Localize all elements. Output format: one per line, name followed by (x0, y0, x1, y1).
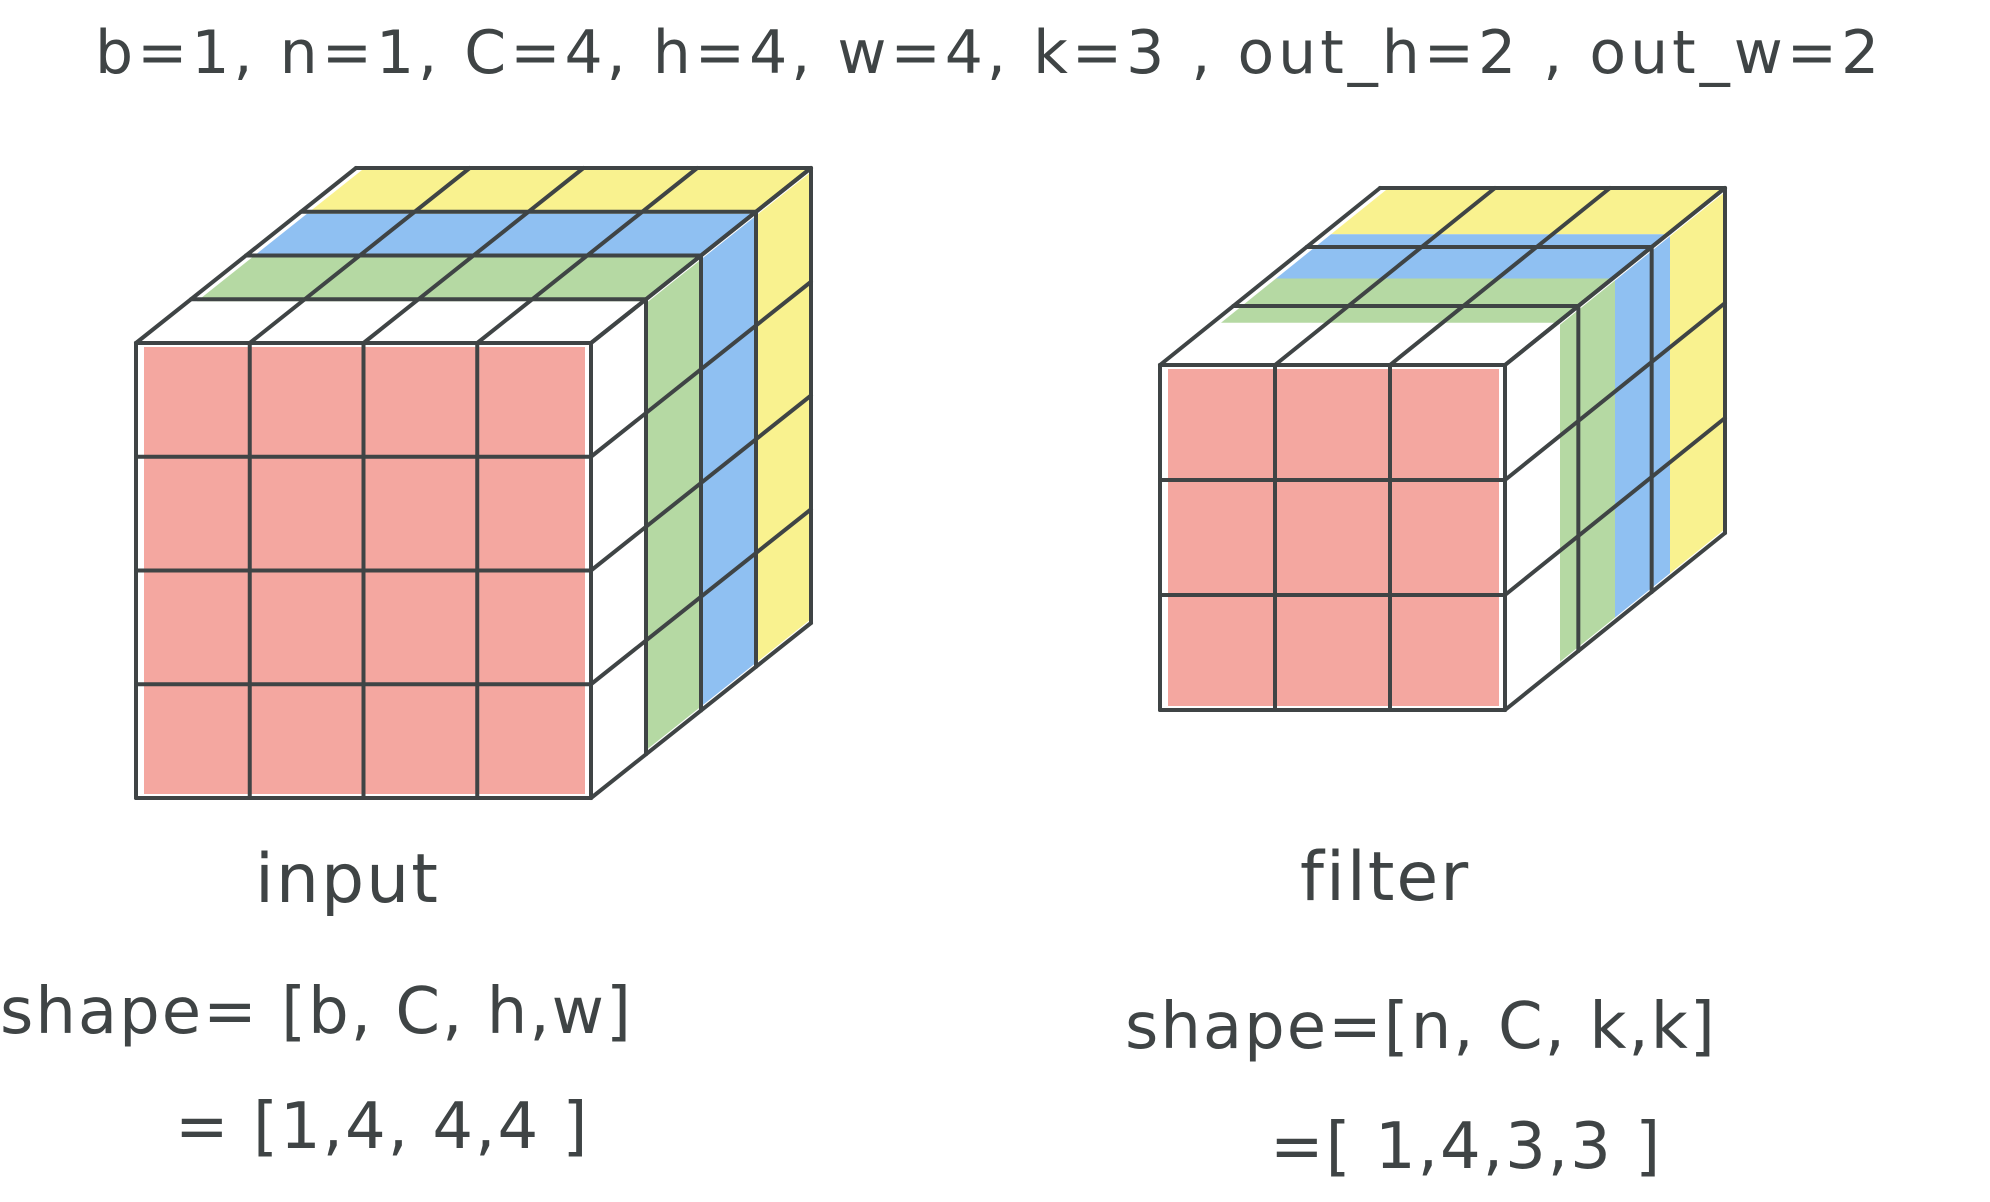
side-grid-depth-line (1503, 531, 1727, 712)
channel-2-band-side (1560, 280, 1615, 662)
channel-2-band-top (1221, 278, 1615, 323)
side-grid-depth-line (1503, 186, 1727, 367)
filter-shape-value: =[ 1,4,3,3 ] (1270, 1110, 1663, 1184)
channel-4-band-top (1331, 190, 1725, 235)
filter-shape-formula: shape=[n, C, k,k] (1125, 990, 1717, 1064)
channel-3-band-top (1276, 234, 1670, 279)
filter-title: filter (1300, 838, 1471, 917)
side-grid-depth-line (589, 621, 813, 800)
side-grid-depth-line (1503, 301, 1727, 482)
side-grid-depth-line (589, 507, 813, 687)
channel-2-band-top (197, 257, 701, 302)
channel-4-band-top (307, 170, 811, 214)
channel-1-band (1168, 369, 1499, 706)
filter-cube (1158, 186, 1727, 712)
channel-3-band-side (1615, 236, 1670, 618)
top-grid-depth-line (1388, 186, 1612, 367)
top-grid-depth-line (475, 166, 700, 345)
channel-4-band-side (1670, 192, 1725, 574)
side-grid-depth-line (1503, 416, 1727, 597)
input-title: input (255, 840, 440, 919)
input-shape-formula: shape= [b, C, h,w] (0, 975, 633, 1049)
input-cube (134, 166, 813, 800)
channel-3-band-top (252, 213, 756, 258)
parameters-line: b=1, n=1, C=4, h=4, w=4, k=3 , out_h=2 ,… (95, 18, 1884, 88)
top-grid-depth-line (1158, 186, 1382, 367)
input-shape-value: = [1,4, 4,4 ] (175, 1090, 590, 1164)
top-grid-depth-line (1273, 186, 1497, 367)
